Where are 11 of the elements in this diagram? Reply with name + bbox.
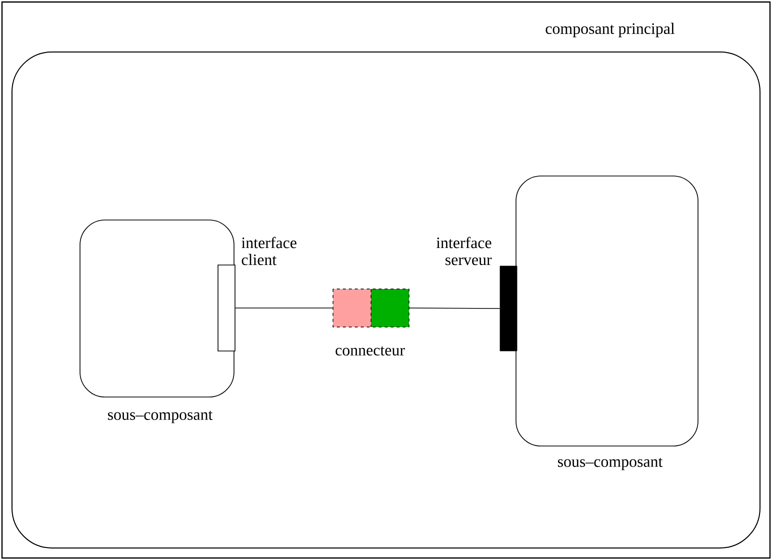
subcomponent-box (516, 176, 698, 446)
interface-label: interface client (242, 236, 296, 266)
interface-label: interface serveur (436, 236, 492, 266)
subcomponent-label: sous–composant (108, 410, 213, 424)
connector-line (408, 308, 500, 309)
connector (332, 288, 410, 328)
client-interface (218, 264, 236, 352)
server-interface (500, 266, 518, 352)
subcomponent-label: sous–composant (558, 458, 663, 470)
connector-label: connecteur (336, 346, 405, 356)
component-label: composant principal (546, 22, 675, 38)
